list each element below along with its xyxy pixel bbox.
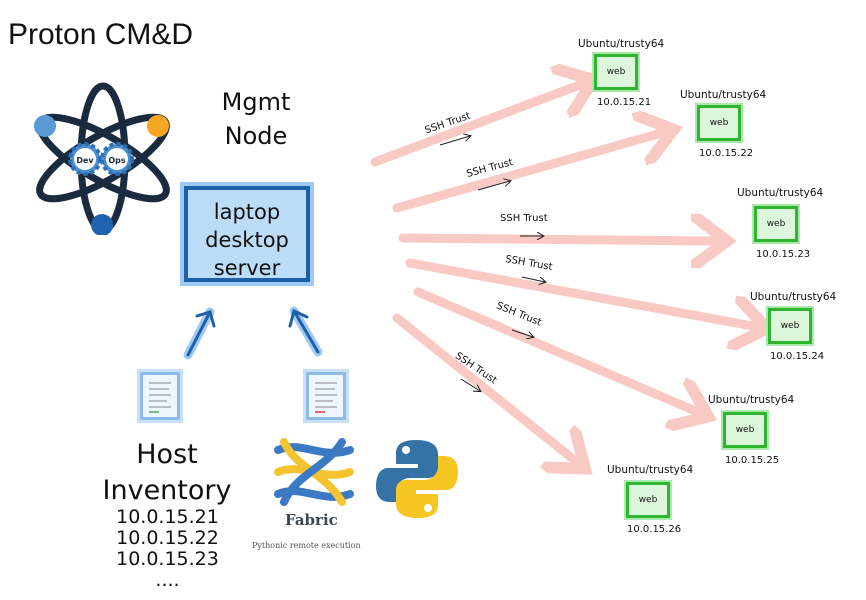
ops-gear-label: Ops — [108, 156, 126, 165]
atom-electron-blue — [34, 115, 56, 137]
fabric-label: Fabric — [285, 511, 338, 529]
python-logo-icon — [376, 440, 458, 518]
atom-electron-navy — [91, 214, 113, 235]
node-box-line3: server — [213, 256, 281, 280]
server-box: web — [768, 308, 812, 344]
node-box-line2: desktop — [205, 228, 289, 252]
fabric-logo-icon — [274, 438, 354, 506]
inventory-ip-list: 10.0.15.21 10.0.15.22 10.0.15.23 .... — [110, 507, 225, 591]
server-ip-label: 10.0.15.21 — [597, 97, 652, 108]
page-title: Proton CM&D — [8, 18, 194, 51]
host-inventory-line1: Host — [136, 439, 198, 470]
server-box: web — [723, 412, 767, 448]
ssh-trust-label: SSH Trust — [500, 213, 548, 224]
inventory-ip: 10.0.15.21 — [116, 506, 219, 528]
server-os-label: Ubuntu/trusty64 — [578, 38, 665, 50]
mgmt-node-label: Mgmt Node — [210, 85, 302, 153]
server-ip-label: 10.0.15.22 — [699, 148, 754, 159]
inventory-ip: 10.0.15.22 — [116, 527, 219, 549]
server-os-label: Ubuntu/trusty64 — [708, 394, 795, 406]
atom-electron-orange — [147, 115, 169, 137]
server-ip-label: 10.0.15.25 — [725, 455, 780, 466]
arrow-server-3 — [398, 238, 718, 241]
node-box-line1: laptop — [213, 200, 281, 224]
host-inventory-line2: Inventory — [102, 475, 232, 506]
devops-atom-logo: Dev Ops — [34, 82, 170, 235]
dev-gear-label: Dev — [76, 156, 94, 165]
server-box: web — [697, 105, 741, 141]
document-icon — [140, 372, 180, 420]
document-icon — [306, 372, 346, 420]
fabric-tagline: Pythonic remote execution — [252, 541, 361, 550]
server-ip-label: 10.0.15.23 — [756, 249, 811, 260]
gear-icon: Ops — [100, 142, 134, 176]
arrow-server-6 — [392, 313, 578, 463]
arrow-server-5 — [413, 287, 700, 413]
mgmt-node-line1: Mgmt — [221, 88, 291, 116]
server-box: web — [754, 206, 798, 242]
server-ip-label: 10.0.15.26 — [627, 524, 682, 535]
server-os-label: Ubuntu/trusty64 — [680, 89, 767, 101]
arrow-server-4 — [405, 258, 758, 327]
server-os-label: Ubuntu/trusty64 — [750, 291, 837, 303]
mgmt-node-box: laptop desktop server — [184, 186, 310, 282]
server-ip-label: 10.0.15.24 — [770, 351, 825, 362]
inventory-ellipsis: .... — [155, 569, 180, 591]
server-os-label: Ubuntu/trusty64 — [737, 187, 824, 199]
arrow-server-2 — [392, 132, 665, 213]
host-inventory-label: Host Inventory — [92, 437, 242, 509]
server-box: web — [626, 482, 670, 518]
gear-icon: Dev — [68, 142, 102, 176]
server-os-label: Ubuntu/trusty64 — [607, 464, 694, 476]
inventory-ip: 10.0.15.23 — [116, 548, 219, 570]
arrow-server-1 — [370, 83, 585, 167]
server-box: web — [594, 54, 638, 90]
mgmt-node-line2: Node — [224, 122, 288, 150]
